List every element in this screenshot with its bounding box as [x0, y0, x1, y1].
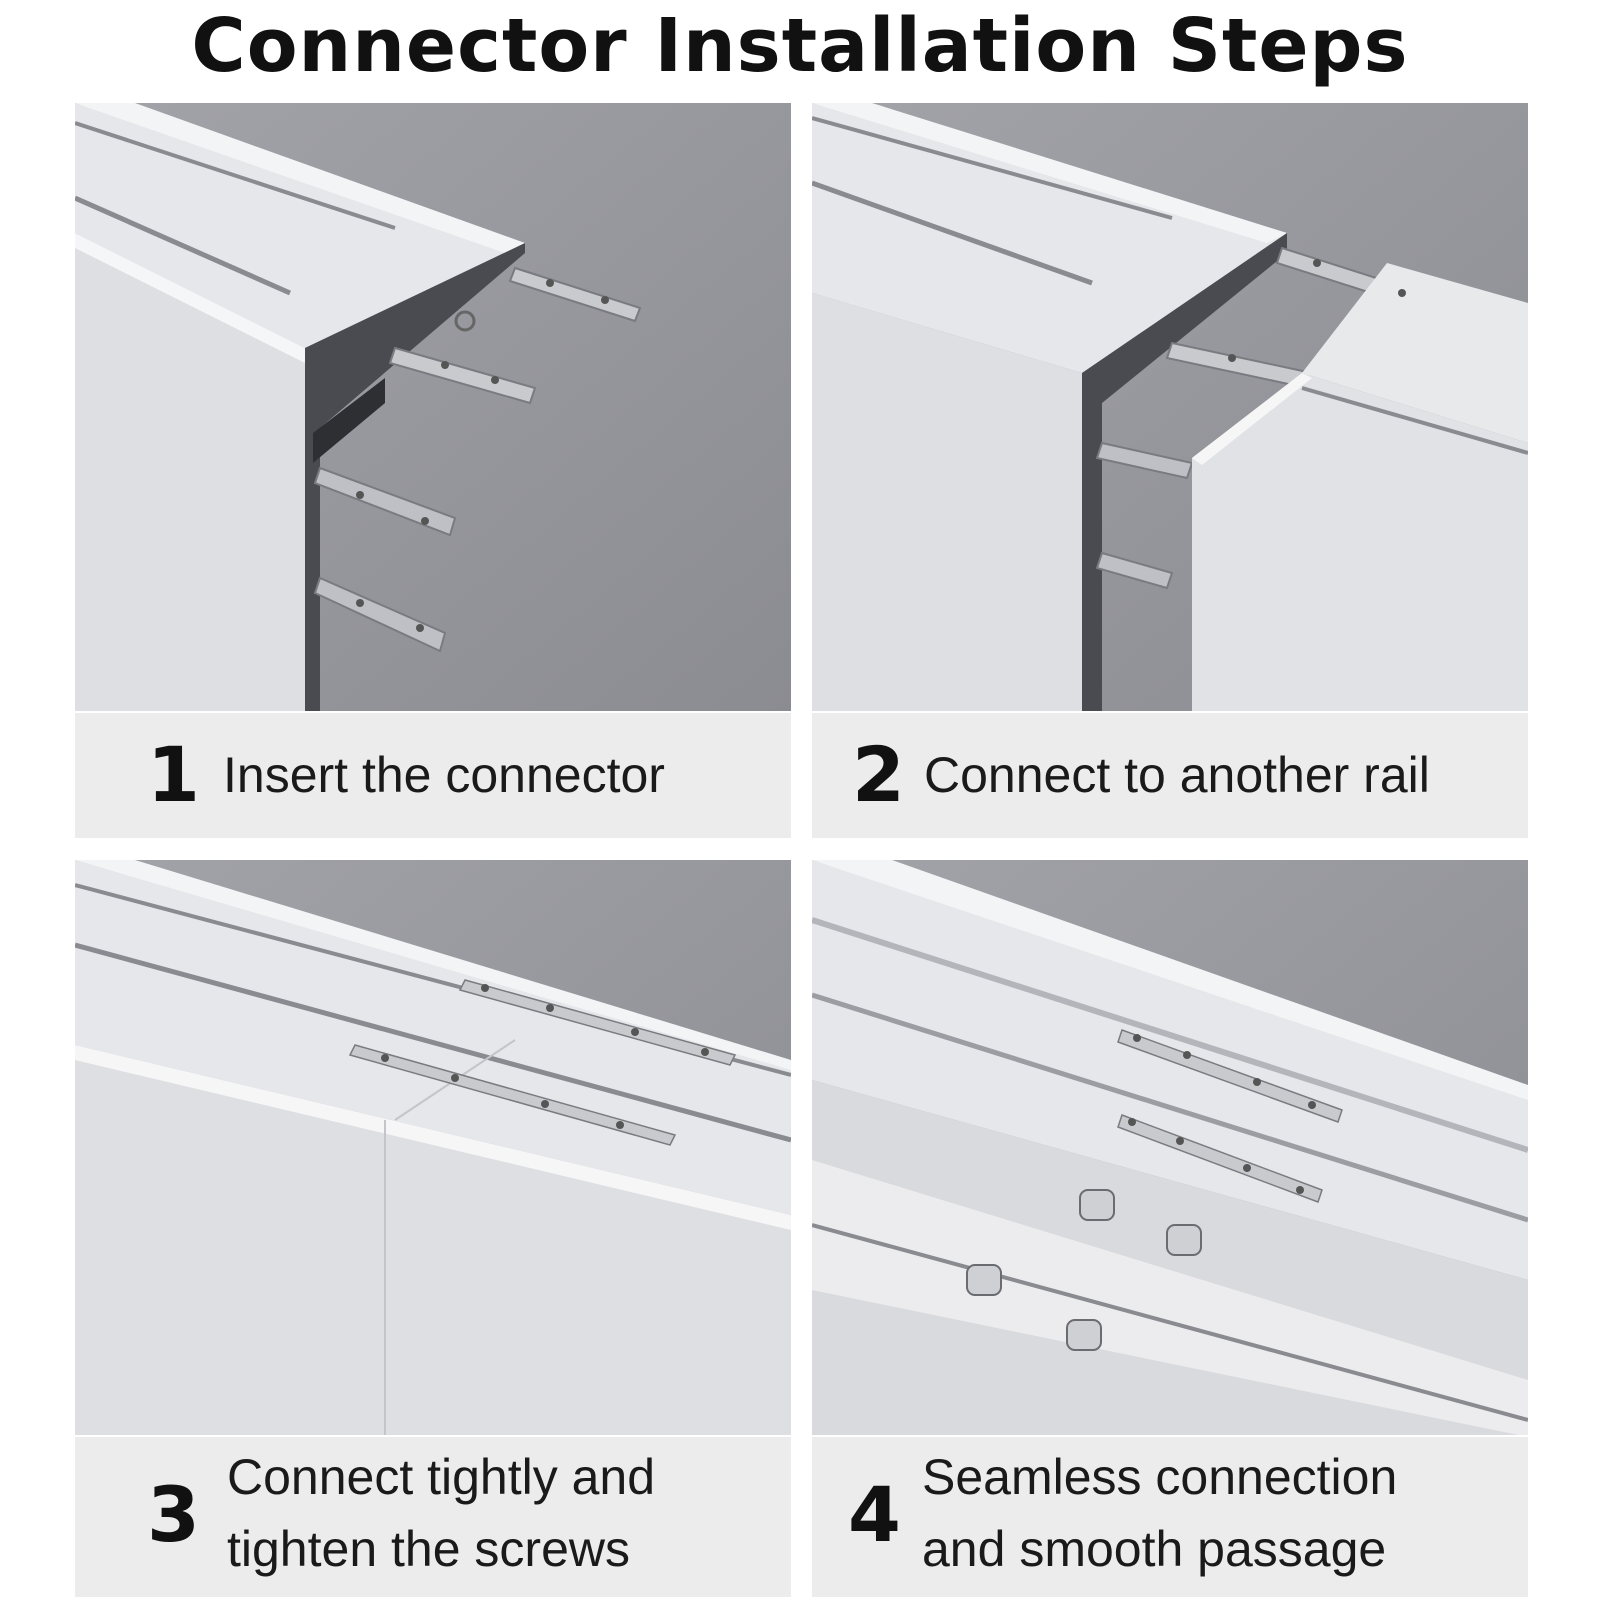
- step-4-text-line-1: Seamless connection: [922, 1449, 1398, 1505]
- step-4-text: Seamless connection and smooth passage: [922, 1441, 1397, 1585]
- step-3-text-line-1: Connect tightly and: [227, 1449, 656, 1505]
- step-3-text-line-2: tighten the screws: [227, 1521, 630, 1577]
- step-1-text: Insert the connector: [223, 747, 665, 803]
- step-3-number: 3: [147, 1470, 200, 1559]
- step-2-panel: 2 Connect to another rail: [812, 103, 1528, 838]
- step-4-photo: [812, 860, 1528, 1437]
- step-2-text: Connect to another rail: [924, 747, 1430, 803]
- step-4-caption: 4 Seamless connection and smooth passage: [812, 1435, 1528, 1597]
- step-4-number: 4: [848, 1470, 901, 1559]
- step-2-caption: 2 Connect to another rail: [812, 711, 1528, 838]
- step-1-number: 1: [147, 730, 200, 819]
- step-1-photo: [75, 103, 791, 713]
- step-2-number: 2: [852, 730, 905, 819]
- step-3-photo: [75, 860, 791, 1437]
- page-title: Connector Installation Steps: [191, 3, 1409, 89]
- step-1-caption: 1 Insert the connector: [75, 711, 791, 838]
- step-1-panel: 1 Insert the connector: [75, 103, 791, 838]
- step-3-panel: 3 Connect tightly and tighten the screws: [75, 860, 791, 1597]
- step-3-text: Connect tightly and tighten the screws: [227, 1441, 655, 1585]
- step-2-photo: [812, 103, 1528, 713]
- step-4-panel: 4 Seamless connection and smooth passage: [812, 860, 1528, 1597]
- step-4-text-line-2: and smooth passage: [922, 1521, 1387, 1577]
- step-3-caption: 3 Connect tightly and tighten the screws: [75, 1435, 791, 1597]
